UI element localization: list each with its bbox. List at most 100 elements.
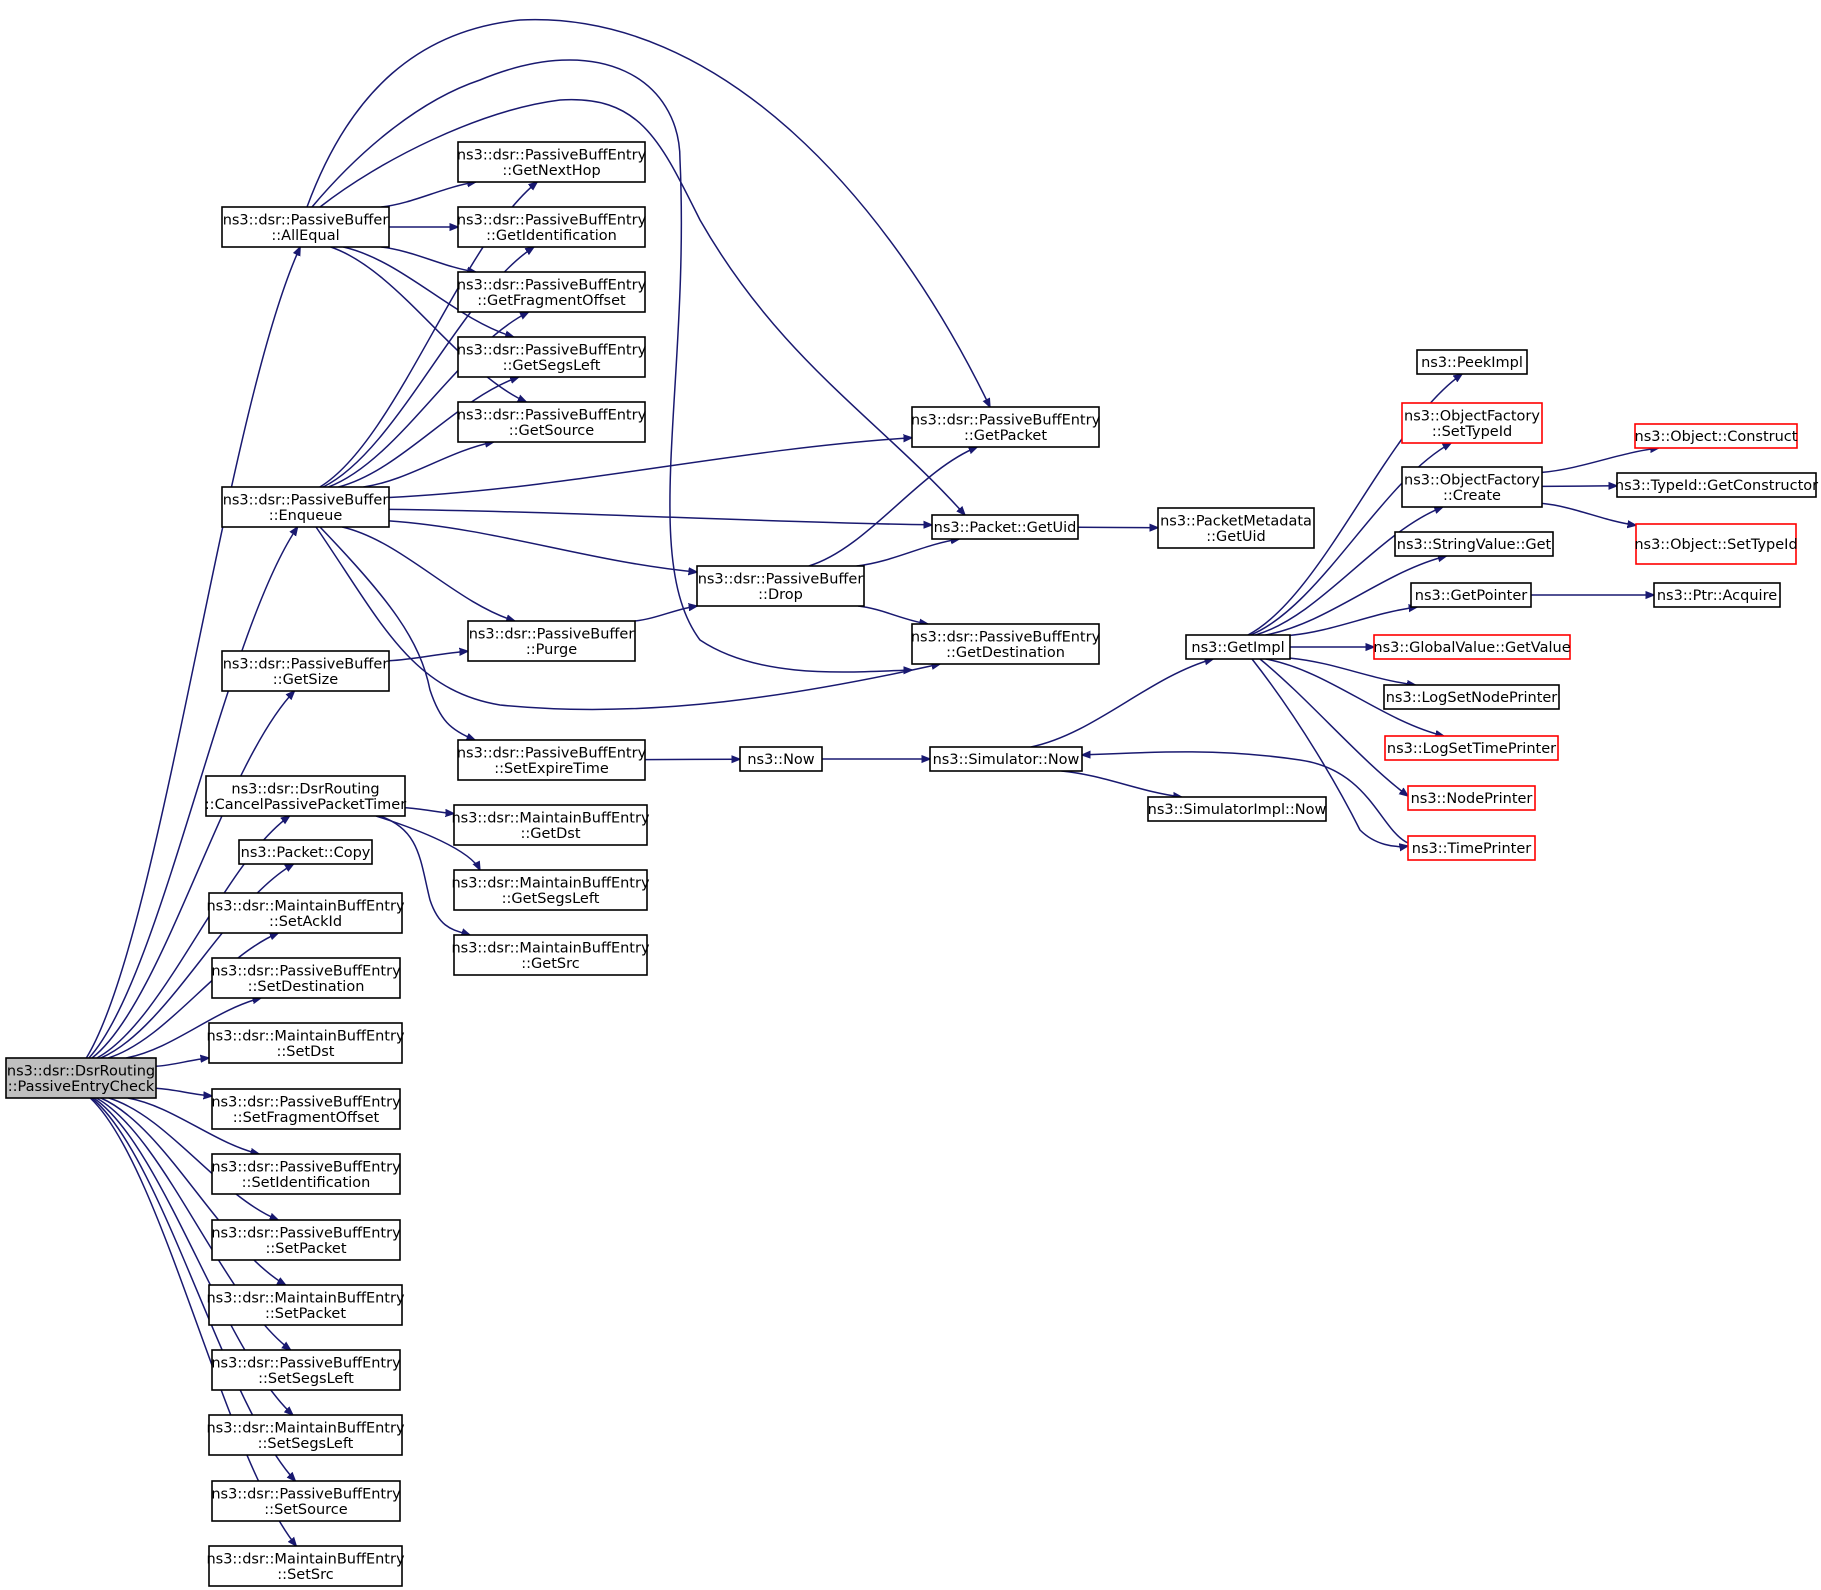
node-timePrinter[interactable]: ns3::TimePrinter	[1407, 835, 1536, 861]
node-mSetDst[interactable]: ns3::dsr::MaintainBuffEntry::SetDst	[206, 1022, 405, 1064]
node-label-line: ns3::dsr::PassiveBuffEntry	[457, 147, 647, 163]
node-metaGetUid[interactable]: ns3::PacketMetadata::GetUid	[1157, 507, 1315, 549]
node-pSetIdentification[interactable]: ns3::dsr::PassiveBuffEntry::SetIdentific…	[211, 1153, 401, 1195]
node-simImplNow[interactable]: ns3::SimulatorImpl::Now	[1147, 796, 1327, 822]
node-root[interactable]: ns3::dsr::DsrRouting::PassiveEntryCheck	[5, 1057, 157, 1099]
node-stringValueGet[interactable]: ns3::StringValue::Get	[1394, 531, 1554, 557]
node-getIdentification[interactable]: ns3::dsr::PassiveBuffEntry::GetIdentific…	[457, 206, 647, 248]
edge-root-to-pSetIdentification	[127, 1097, 259, 1154]
node-label-line: ns3::dsr::MaintainBuffEntry	[206, 1551, 405, 1567]
node-box	[211, 957, 401, 999]
node-getFragmentOffset[interactable]: ns3::dsr::PassiveBuffEntry::GetFragmentO…	[457, 271, 647, 313]
edge-root-to-mSetPacket	[100, 1097, 286, 1285]
node-label-line: ::SetSegsLeft	[258, 1436, 354, 1452]
node-mGetDst[interactable]: ns3::dsr::MaintainBuffEntry::GetDst	[451, 804, 650, 846]
node-label-line: ::GetNextHop	[502, 163, 600, 179]
node-label-line: ns3::StringValue::Get	[1397, 537, 1552, 553]
edge-allEqual-to-getFragmentOffset	[381, 246, 476, 272]
node-getUid[interactable]: ns3::Packet::GetUid	[931, 514, 1079, 540]
node-box	[457, 336, 646, 378]
node-enqueue[interactable]: ns3::dsr::PassiveBuffer::Enqueue	[221, 486, 390, 528]
node-peekImpl[interactable]: ns3::PeekImpl	[1416, 349, 1528, 375]
node-mSetSrc[interactable]: ns3::dsr::MaintainBuffEntry::SetSrc	[206, 1545, 405, 1587]
edge-getSize-to-purge	[388, 651, 468, 662]
node-label-line: ns3::dsr::MaintainBuffEntry	[206, 1290, 405, 1306]
node-objConstruct[interactable]: ns3::Object::Construct	[1634, 423, 1798, 449]
node-logSetNodePrinter[interactable]: ns3::LogSetNodePrinter	[1383, 684, 1560, 710]
node-getSource[interactable]: ns3::dsr::PassiveBuffEntry::GetSource	[457, 401, 647, 443]
node-box	[205, 775, 406, 817]
edge-root-to-mSetAckId	[107, 932, 278, 1059]
node-label-line: ns3::GetImpl	[1191, 640, 1284, 656]
node-label-line: ns3::dsr::PassiveBuffer	[698, 571, 864, 587]
node-pSetSegsLeft[interactable]: ns3::dsr::PassiveBuffEntry::SetSegsLeft	[211, 1349, 401, 1391]
node-box	[457, 739, 646, 781]
node-ofSetTypeId[interactable]: ns3::ObjectFactory::SetTypeId	[1401, 402, 1543, 444]
node-globalValueGetValue[interactable]: ns3::GlobalValue::GetValue	[1373, 634, 1571, 660]
node-label-line: ns3::dsr::PassiveBuffEntry	[457, 277, 647, 293]
node-box	[457, 206, 646, 248]
node-label-line: ::GetFragmentOffset	[477, 293, 626, 309]
node-pSetFragmentOffset[interactable]: ns3::dsr::PassiveBuffEntry::SetFragmentO…	[211, 1088, 401, 1130]
node-pSetPacket[interactable]: ns3::dsr::PassiveBuffEntry::SetPacket	[211, 1219, 401, 1261]
node-objSetTypeId[interactable]: ns3::Object::SetTypeId	[1634, 523, 1798, 565]
node-label-line: ::PassiveEntryCheck	[8, 1079, 155, 1095]
node-label-line: ns3::Object::Construct	[1635, 429, 1798, 445]
node-label-line: ::SetTypeId	[1432, 424, 1512, 440]
node-logSetTimePrinter[interactable]: ns3::LogSetTimePrinter	[1384, 735, 1559, 761]
nodes-layer: ns3::dsr::DsrRouting::PassiveEntryCheckn…	[5, 141, 1818, 1587]
node-ptrAcquire[interactable]: ns3::Ptr::Acquire	[1653, 582, 1781, 608]
node-mSetSegsLeft[interactable]: ns3::dsr::MaintainBuffEntry::SetSegsLeft	[206, 1414, 405, 1456]
node-purge[interactable]: ns3::dsr::PassiveBuffer::Purge	[467, 620, 636, 662]
node-box	[208, 1022, 403, 1064]
node-getImpl[interactable]: ns3::GetImpl	[1185, 634, 1291, 660]
node-label-line: ns3::NodePrinter	[1411, 791, 1533, 807]
node-simNow[interactable]: ns3::Simulator::Now	[929, 746, 1083, 772]
node-ofCreate[interactable]: ns3::ObjectFactory::Create	[1401, 466, 1543, 508]
edge-getImpl-to-timePrinter	[1251, 658, 1408, 847]
node-getNextHop[interactable]: ns3::dsr::PassiveBuffEntry::GetNextHop	[457, 141, 647, 183]
node-getSegsLeft[interactable]: ns3::dsr::PassiveBuffEntry::GetSegsLeft	[457, 336, 647, 378]
edge-allEqual-to-getNextHop	[381, 182, 476, 208]
edge-getImpl-to-logSetNodePrinter	[1289, 657, 1416, 685]
edge-getImpl-to-getPointer	[1289, 607, 1417, 637]
node-box	[1157, 507, 1315, 549]
node-box	[1383, 684, 1560, 710]
node-mSetAckId[interactable]: ns3::dsr::MaintainBuffEntry::SetAckId	[206, 892, 405, 934]
node-box	[211, 1349, 401, 1391]
node-getDestination[interactable]: ns3::dsr::PassiveBuffEntry::GetDestinati…	[911, 623, 1101, 665]
node-label-line: ns3::ObjectFactory	[1404, 472, 1540, 488]
node-label-line: ns3::dsr::PassiveBuffEntry	[211, 1159, 401, 1175]
node-drop[interactable]: ns3::dsr::PassiveBuffer::Drop	[696, 565, 865, 607]
node-now[interactable]: ns3::Now	[739, 746, 823, 772]
node-label-line: ns3::SimulatorImpl::Now	[1148, 802, 1327, 818]
node-nodePrinter[interactable]: ns3::NodePrinter	[1407, 785, 1536, 811]
node-mSetPacket[interactable]: ns3::dsr::MaintainBuffEntry::SetPacket	[206, 1284, 405, 1326]
node-label-line: ::SetDestination	[248, 979, 365, 995]
node-box	[1410, 582, 1532, 608]
node-box	[238, 839, 373, 865]
node-cancelTimer[interactable]: ns3::dsr::DsrRouting::CancelPassivePacke…	[205, 775, 406, 817]
node-packetCopy[interactable]: ns3::Packet::Copy	[238, 839, 373, 865]
node-allEqual[interactable]: ns3::dsr::PassiveBuffer::AllEqual	[221, 206, 390, 248]
node-box	[457, 141, 646, 183]
node-pSetSource[interactable]: ns3::dsr::PassiveBuffEntry::SetSource	[211, 1480, 401, 1522]
node-setExpireTime[interactable]: ns3::dsr::PassiveBuffEntry::SetExpireTim…	[457, 739, 647, 781]
node-getSize[interactable]: ns3::dsr::PassiveBuffer::GetSize	[221, 650, 390, 692]
edge-simNow-to-simImplNow	[1061, 770, 1181, 797]
node-box	[1634, 423, 1798, 449]
edge-enqueue-to-getFragmentOffset	[328, 312, 528, 488]
edge-enqueue-to-getUid	[388, 508, 932, 525]
node-getPointer[interactable]: ns3::GetPointer	[1410, 582, 1532, 608]
node-label-line: ::SetFragmentOffset	[233, 1110, 380, 1126]
node-getPacket[interactable]: ns3::dsr::PassiveBuffEntry::GetPacket	[911, 406, 1101, 448]
node-box	[1185, 634, 1291, 660]
edge-root-to-getSize	[91, 691, 295, 1059]
node-label-line: ns3::dsr::MaintainBuffEntry	[206, 1420, 405, 1436]
node-box	[1394, 531, 1554, 557]
node-mGetSegsLeft[interactable]: ns3::dsr::MaintainBuffEntry::GetSegsLeft	[451, 869, 650, 911]
node-typeIdGetConstructor[interactable]: ns3::TypeId::GetConstructor	[1615, 472, 1818, 498]
node-pSetDestination[interactable]: ns3::dsr::PassiveBuffEntry::SetDestinati…	[211, 957, 401, 999]
node-mGetSrc[interactable]: ns3::dsr::MaintainBuffEntry::GetSrc	[451, 934, 650, 976]
